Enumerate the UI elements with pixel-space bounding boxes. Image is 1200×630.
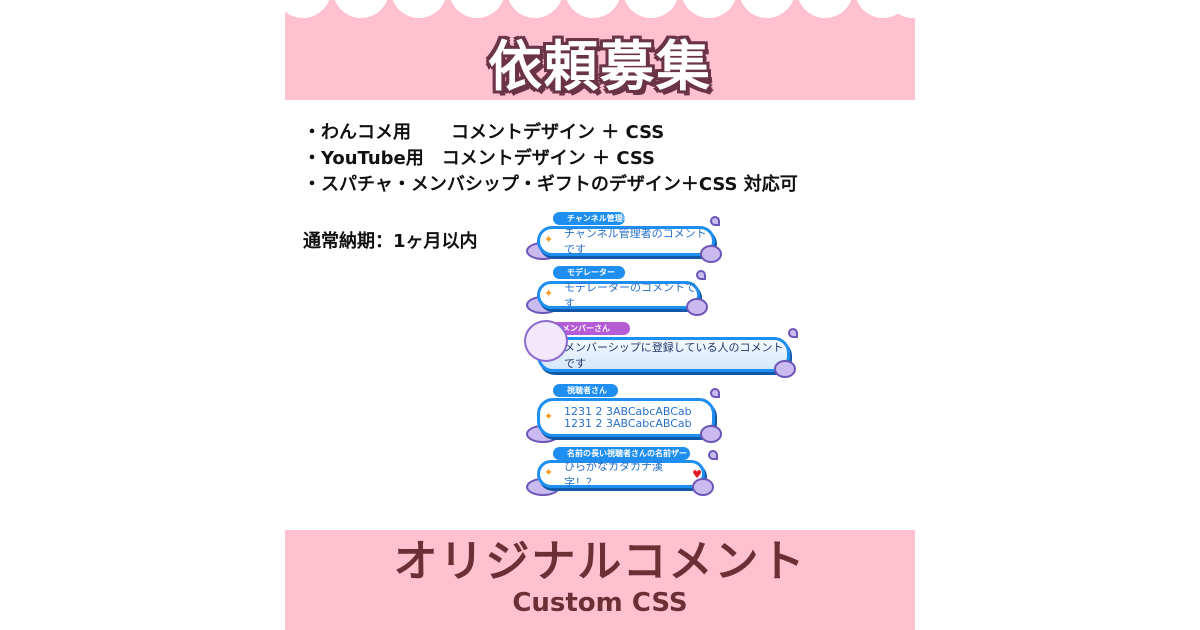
- offering-item: ・スパチャ・メンバシップ・ギフトのデザイン＋CSS 対応可: [303, 174, 798, 195]
- footer-banner: オリジナルコメント Custom CSS: [285, 530, 915, 630]
- deadline-text: 通常納期：1ヶ月以内: [303, 231, 478, 252]
- page-title: 依頼募集: [488, 35, 712, 98]
- sparkle-icon: ✦: [544, 233, 554, 247]
- cloud-decoration-icon: [686, 298, 708, 316]
- sparkle-icon: ✦: [544, 287, 554, 301]
- horn-decoration-icon: [710, 388, 720, 398]
- comment-bubble: ✦ひらがなカタカナ漢字！？♥: [537, 460, 705, 489]
- offering-item: ・YouTube用コメントデザイン ＋ CSS: [303, 148, 655, 169]
- flyer: 依頼募集 ・わんコメ用コメントデザイン ＋ CSS ・YouTube用コメントデ…: [285, 0, 915, 630]
- mascot-avatar-icon: [524, 320, 568, 362]
- cloud-decoration-icon: [700, 425, 722, 443]
- sparkle-icon: ✦: [544, 409, 554, 423]
- horn-decoration-icon: [710, 216, 720, 226]
- horn-decoration-icon: [708, 450, 718, 460]
- comment-label: モデレーター: [553, 266, 625, 279]
- cloud-decoration-icon: [700, 245, 722, 263]
- footer-subtitle: Custom CSS: [512, 588, 688, 618]
- heart-icon: ♥: [692, 467, 702, 481]
- offering-item: ・わんコメ用コメントデザイン ＋ CSS: [303, 122, 665, 143]
- comment-bubble: ✦モデレーターのコメントです: [537, 281, 700, 310]
- offerings-list: ・わんコメ用コメントデザイン ＋ CSS ・YouTube用コメントデザイン ＋…: [303, 120, 798, 198]
- horn-decoration-icon: [788, 328, 798, 338]
- comment-bubble: メンバーシップに登録している人のコメントです: [537, 337, 790, 372]
- comment-label: メンバーさん: [548, 322, 630, 335]
- comment-label: 名前の長い視聴者さんの名前ザー: [553, 447, 690, 460]
- comment-label: チャンネル管理者: [553, 212, 631, 225]
- cloud-decoration-icon: [692, 478, 714, 496]
- comment-bubble: ✦チャンネル管理者のコメントです: [537, 226, 715, 256]
- footer-title: オリジナルコメント: [393, 536, 807, 587]
- cloud-decoration-icon: [774, 360, 796, 378]
- horn-decoration-icon: [696, 270, 706, 280]
- comment-label: 視聴者さん: [553, 384, 618, 397]
- header-banner: 依頼募集: [285, 0, 915, 100]
- sparkle-icon: ✦: [544, 466, 554, 480]
